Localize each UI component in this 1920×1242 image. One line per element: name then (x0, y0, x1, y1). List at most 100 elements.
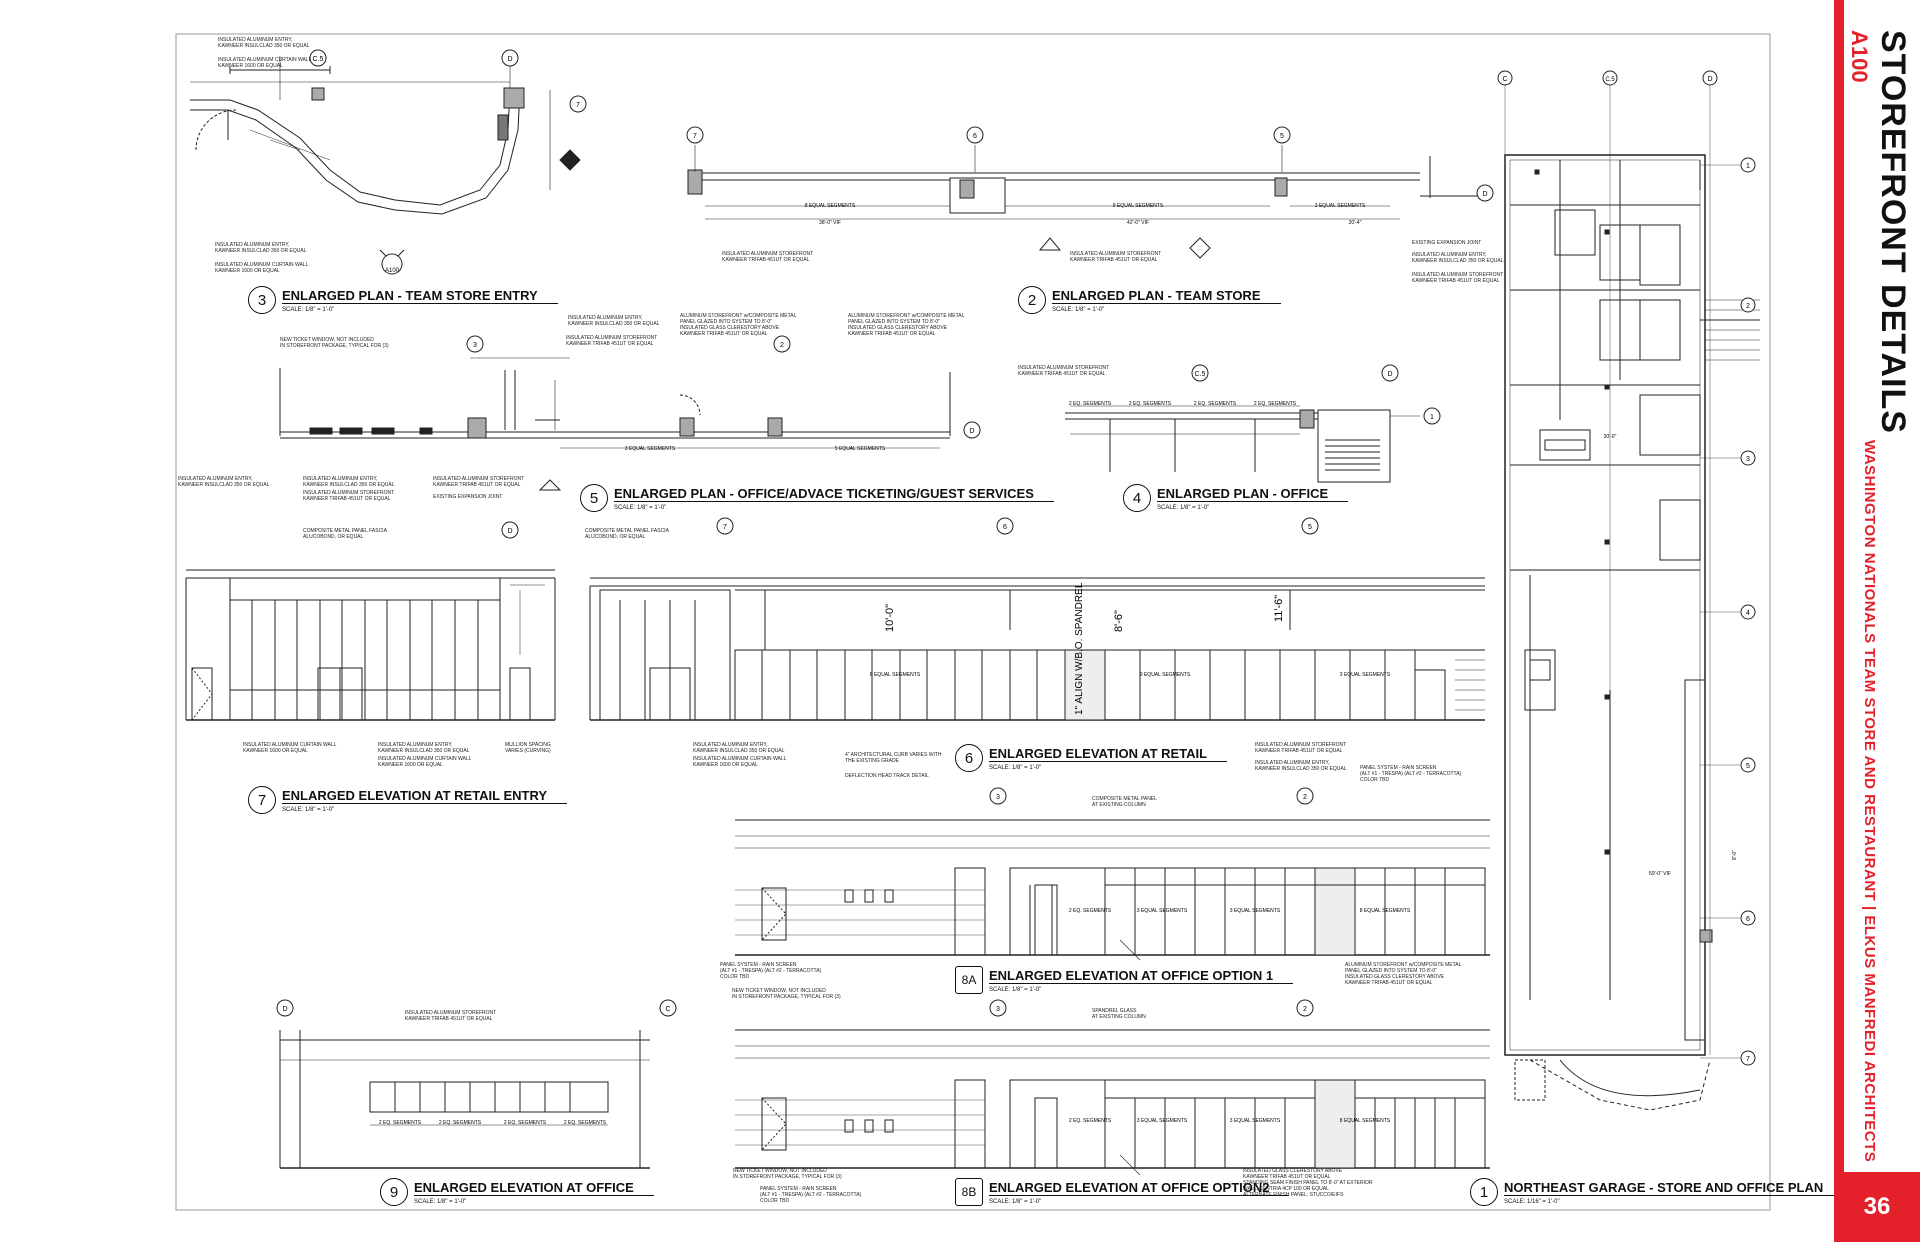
note-panel-8a: PANEL SYSTEM - RAIN SCREEN (ALT #1 - TRE… (720, 962, 822, 980)
dim-eq8-i: 8 EQUAL SEGMENTS (1340, 1118, 1391, 1124)
note-panel-6: PANEL SYSTEM - RAIN SCREEN (ALT #1 - TRE… (1360, 765, 1462, 783)
grid-c5-j: C.5 (1605, 77, 1615, 83)
grid-5-j: 5 (1746, 763, 1750, 770)
drawing-title: ENLARGED PLAN - TEAM STORE (1052, 288, 1281, 304)
note-entry-5b: INSULATED ALUMINUM ENTRY, KAWNEER INSULC… (178, 476, 270, 488)
grid-2-c: 2 (780, 342, 784, 349)
dim-eq3-f: 3 EQUAL SEGMENTS (1340, 672, 1391, 678)
grid-2-j: 2 (1746, 303, 1750, 310)
note-storefront-6: INSULATED ALUMINUM STOREFRONT KAWNEER TR… (1255, 742, 1347, 754)
note-ticket-8a: NEW TICKET WINDOW, NOT INCLUDED IN STORE… (732, 988, 841, 1000)
drawing-title: ENLARGED ELEVATION AT OFFICE (414, 1180, 654, 1196)
plan-office (1065, 405, 1420, 483)
drawing-title: ENLARGED PLAN - TEAM STORE ENTRY (282, 288, 558, 304)
elev-office-option-1 (735, 819, 1490, 961)
drawing-title: ENLARGED ELEVATION AT OFFICE OPTION 1 (989, 968, 1294, 984)
note-entry-5c: INSULATED ALUMINUM ENTRY, KAWNEER INSULC… (303, 476, 395, 488)
grid-c5-a: C.5 (313, 56, 324, 63)
note-entry-2: INSULATED ALUMINUM ENTRY, KAWNEER INSULC… (215, 242, 307, 254)
grid-d-e: D (507, 528, 512, 535)
note-storefront-2b: INSULATED ALUMINUM STOREFRONT KAWNEER TR… (1070, 251, 1162, 263)
note-storefront-5: INSULATED ALUMINUM STOREFRONT KAWNEER TR… (566, 335, 658, 347)
grid-3-i: 3 (996, 1006, 1000, 1013)
note-alum-sf-5b: ALUMINUM STOREFRONT w/COMPOSITE METAL PA… (848, 313, 965, 337)
dim-2eq-g1: 2 EQ. SEGMENTS (1069, 908, 1112, 914)
architectural-drawing: C.5 D 7 A100 7 6 5 D 8 EQUAL SEGMENTS (175, 33, 1771, 1211)
note-comp-panel-8a: COMPOSITE METAL PANEL AT EXISTING COLUMN (1092, 796, 1157, 808)
dim-2eq-d2: 2 EQ. SEGMENTS (1129, 401, 1172, 407)
dim-8-0: 8'-0" (1732, 850, 1738, 860)
grid-6-f: 6 (1003, 524, 1007, 531)
elev-retail-entry (185, 569, 556, 721)
drawing-scale: SCALE: 1/16" = 1'-0" (1504, 1198, 1560, 1205)
drawing-title: ENLARGED ELEVATION AT RETAIL (989, 746, 1228, 762)
dim-eq3-g: 3 EQUAL SEGMENTS (1137, 908, 1188, 914)
grid-3-j: 3 (1746, 456, 1750, 463)
dim-59: 59'-0" VIF (1649, 871, 1671, 877)
elev-retail (589, 577, 1485, 721)
grid-c-j: C (1502, 76, 1507, 83)
grid-3-c: 3 (473, 342, 477, 349)
dim-eq8-a: 8 EQUAL SEGMENTS (805, 203, 856, 209)
note-alum-sf-5a: ALUMINUM STOREFRONT w/COMPOSITE METAL PA… (680, 313, 797, 337)
grid-d-a: D (507, 56, 512, 63)
drawing-number: 8A (955, 966, 983, 994)
grid-d-j: D (1707, 76, 1712, 83)
dim-eq8-f: 8 EQUAL SEGMENTS (870, 672, 921, 678)
drawing-number: 7 (248, 786, 276, 814)
note-entry-5: INSULATED ALUMINUM ENTRY, KAWNEER INSULC… (568, 315, 660, 327)
note-curtain-7: INSULATED ALUMINUM CURTAIN WALL KAWNEER … (243, 742, 337, 754)
grid-7-j: 7 (1746, 1056, 1750, 1063)
note-mullion-7: MULLION SPACING VARIES (CURVING) (505, 742, 551, 754)
drawing-label-5: 5 ENLARGED PLAN - OFFICE/ADVACE TICKETIN… (580, 484, 1054, 512)
spandrel-note: 1" ALIGN W/B.O. SPANDREL (1074, 582, 1085, 715)
drawing-number: 5 (580, 484, 608, 512)
dim-2eq-d4: 2 EQ. SEGMENTS (1254, 401, 1297, 407)
dim-eq3-c: 3 EQUAL SEGMENTS (625, 446, 676, 452)
drawing-title: NORTHEAST GARAGE - STORE AND OFFICE PLAN (1504, 1180, 1844, 1196)
note-spandrel-8b: SPANDREL GLASS AT EXISTING COLUMN (1092, 1008, 1146, 1020)
drawing-title: ENLARGED ELEVATION AT RETAIL ENTRY (282, 788, 568, 804)
dim-2eq-h2: 2 EQ. SEGMENTS (439, 1120, 482, 1126)
grid-4-j: 4 (1746, 610, 1750, 617)
note-entry-7: INSULATED ALUMINUM ENTRY, KAWNEER INSULC… (378, 742, 470, 754)
ref-a100-a: A100 (385, 268, 400, 274)
plan-office-ticketing (279, 357, 951, 491)
drawing-scale: SCALE: 1/8" = 1'-0" (1157, 504, 1210, 511)
note-entry-6b: INSULATED ALUMINUM ENTRY, KAWNEER INSULC… (1255, 760, 1347, 772)
drawing-title: ENLARGED ELEVATION AT OFFICE OPTION2 (989, 1180, 1290, 1196)
dim-42: 42'-0" VIF (1127, 220, 1149, 226)
dim-eq9-a: 9 EQUAL SEGMENTS (1113, 203, 1164, 209)
note-ticket-8b: NEW TICKET WINDOW, NOT INCLUDED IN STORE… (733, 1168, 842, 1180)
elev-office-option-2 (735, 1029, 1490, 1176)
drawing-title: ENLARGED PLAN - OFFICE/ADVACE TICKETING/… (614, 486, 1054, 502)
note-curb-6: 4" ARCHITECTURAL CURB VARIES WITH THE EX… (845, 752, 942, 764)
dim-2eq-d3: 2 EQ. SEGMENTS (1194, 401, 1237, 407)
note-curtain-7b: INSULATED ALUMINUM CURTAIN WALL KAWNEER … (378, 756, 472, 768)
sheet-number: A100 (1847, 30, 1872, 83)
grid-d-b: D (1482, 191, 1487, 198)
page-number: 36 (1834, 1172, 1920, 1242)
grid-6-b: 6 (973, 133, 977, 140)
drawing-number: 4 (1123, 484, 1151, 512)
drawing-label-8a: 8A ENLARGED ELEVATION AT OFFICE OPTION 1… (955, 966, 1294, 994)
sheet-title: STOREFRONT DETAILS (1874, 30, 1912, 434)
dim-20-4: 20'-4" (1349, 220, 1362, 226)
drawing-number: 1 (1470, 1178, 1498, 1206)
title-block-accent-bar (1834, 0, 1844, 1172)
note-fascia-6: COMPOSITE METAL PANEL FASCIA ALUCOBOND, … (585, 528, 669, 540)
dim-10-0: 10'-0" (884, 604, 896, 632)
note-entry-1: INSULATED ALUMINUM ENTRY, KAWNEER INSULC… (218, 37, 310, 49)
dim-2eq-i1: 2 EQ. SEGMENTS (1069, 1118, 1112, 1124)
drawing-title: ENLARGED PLAN - OFFICE (1157, 486, 1349, 502)
drawing-scale: SCALE: 1/8" = 1'-0" (1052, 306, 1105, 313)
note-panel-8b: PANEL SYSTEM - RAIN SCREEN (ALT #1 - TRE… (760, 1186, 862, 1204)
dim-2eq-h4: 2 EQ. SEGMENTS (564, 1120, 607, 1126)
note-curtain-2: INSULATED ALUMINUM CURTAIN WALL KAWNEER … (215, 262, 309, 274)
grid-d-h: D (282, 1006, 287, 1013)
